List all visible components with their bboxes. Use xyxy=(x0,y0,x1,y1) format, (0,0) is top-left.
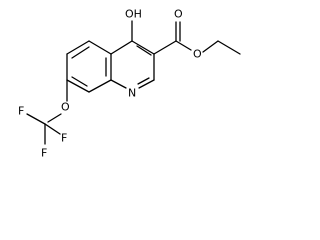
bond xyxy=(153,40,177,55)
bond xyxy=(131,40,155,55)
bond xyxy=(110,79,127,89)
fluorine-label-2: F xyxy=(41,147,47,160)
bond xyxy=(175,40,192,51)
fluorine-label-1: F xyxy=(18,105,24,118)
ether-oxygen-label: O xyxy=(61,101,70,114)
molecule-structure: OH O O N O F F F xyxy=(18,8,241,160)
bond xyxy=(66,40,90,55)
double-bond xyxy=(137,77,150,85)
bond xyxy=(202,40,219,53)
bond xyxy=(88,79,112,93)
bond xyxy=(110,40,133,55)
bond xyxy=(217,40,241,55)
ring-nitrogen-label: N xyxy=(128,87,136,100)
carbonyl-oxygen-label: O xyxy=(174,8,183,21)
bond xyxy=(138,79,155,89)
bond xyxy=(47,113,62,123)
hydroxyl-label: OH xyxy=(125,8,142,21)
double-bond xyxy=(71,46,90,59)
double-bond xyxy=(71,76,88,87)
bond xyxy=(44,123,61,135)
bond xyxy=(26,113,46,125)
bond xyxy=(88,40,112,55)
ester-oxygen-label: O xyxy=(193,48,202,61)
bond xyxy=(66,79,90,93)
fluorine-label-3: F xyxy=(61,132,67,145)
double-bond xyxy=(136,45,152,56)
